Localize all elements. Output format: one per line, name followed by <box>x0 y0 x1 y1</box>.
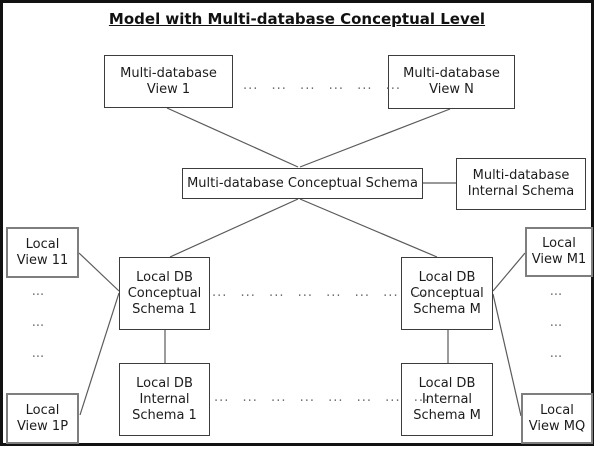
diagram-title: Model with Multi-database Conceptual Lev… <box>108 10 486 28</box>
connector-localm-to-viewm1 <box>492 252 526 292</box>
ellipsis-row-conceptual: ... ... ... ... ... ... ... ... <box>212 285 428 300</box>
ellipsis-item: ... <box>31 315 45 330</box>
connector-conceptual-to-localm <box>299 198 438 258</box>
connector-view1-to-conceptual <box>166 107 299 168</box>
box-local-view-mq: Local View MQ <box>521 393 593 444</box>
box-multi-database-view-1: Multi-database View 1 <box>104 55 233 108</box>
box-local-db-internal-schema-1: Local DB Internal Schema 1 <box>119 363 210 436</box>
connector-viewn-to-conceptual <box>299 108 451 168</box>
connector-localm-to-viewmq <box>492 293 522 417</box>
ellipsis-row-internal: ... ... ... ... ... ... ... ... <box>214 390 430 405</box>
ellipsis-item: ... <box>31 346 45 361</box>
ellipsis-item: ... <box>549 346 563 361</box>
ellipsis-column-left: ... ... ... <box>30 284 46 362</box>
connector-local1-to-view1p <box>79 292 120 416</box>
ellipsis-row-top-views: ... ... ... ... ... ... <box>243 78 402 93</box>
box-multi-database-conceptual-schema: Multi-database Conceptual Schema <box>182 168 423 199</box>
connector-view11-to-local1 <box>78 252 120 292</box>
ellipsis-item: ... <box>31 284 45 299</box>
box-local-db-internal-schema-m: Local DB Internal Schema M <box>401 363 493 436</box>
box-local-db-conceptual-schema-m: Local DB Conceptual Schema M <box>401 257 493 330</box>
ellipsis-column-right: ... ... ... <box>548 284 564 362</box>
box-local-view-m1: Local View M1 <box>525 227 593 277</box>
box-multi-database-view-n: Multi-database View N <box>388 55 515 109</box>
box-local-view-1p: Local View 1P <box>6 393 79 444</box>
connector-conceptual-to-local1 <box>169 198 299 258</box>
box-local-view-11: Local View 11 <box>6 227 79 278</box>
box-local-db-conceptual-schema-1: Local DB Conceptual Schema 1 <box>119 257 210 330</box>
ellipsis-item: ... <box>549 315 563 330</box>
ellipsis-item: ... <box>549 284 563 299</box>
box-multi-database-internal-schema: Multi-database Internal Schema <box>456 158 586 210</box>
